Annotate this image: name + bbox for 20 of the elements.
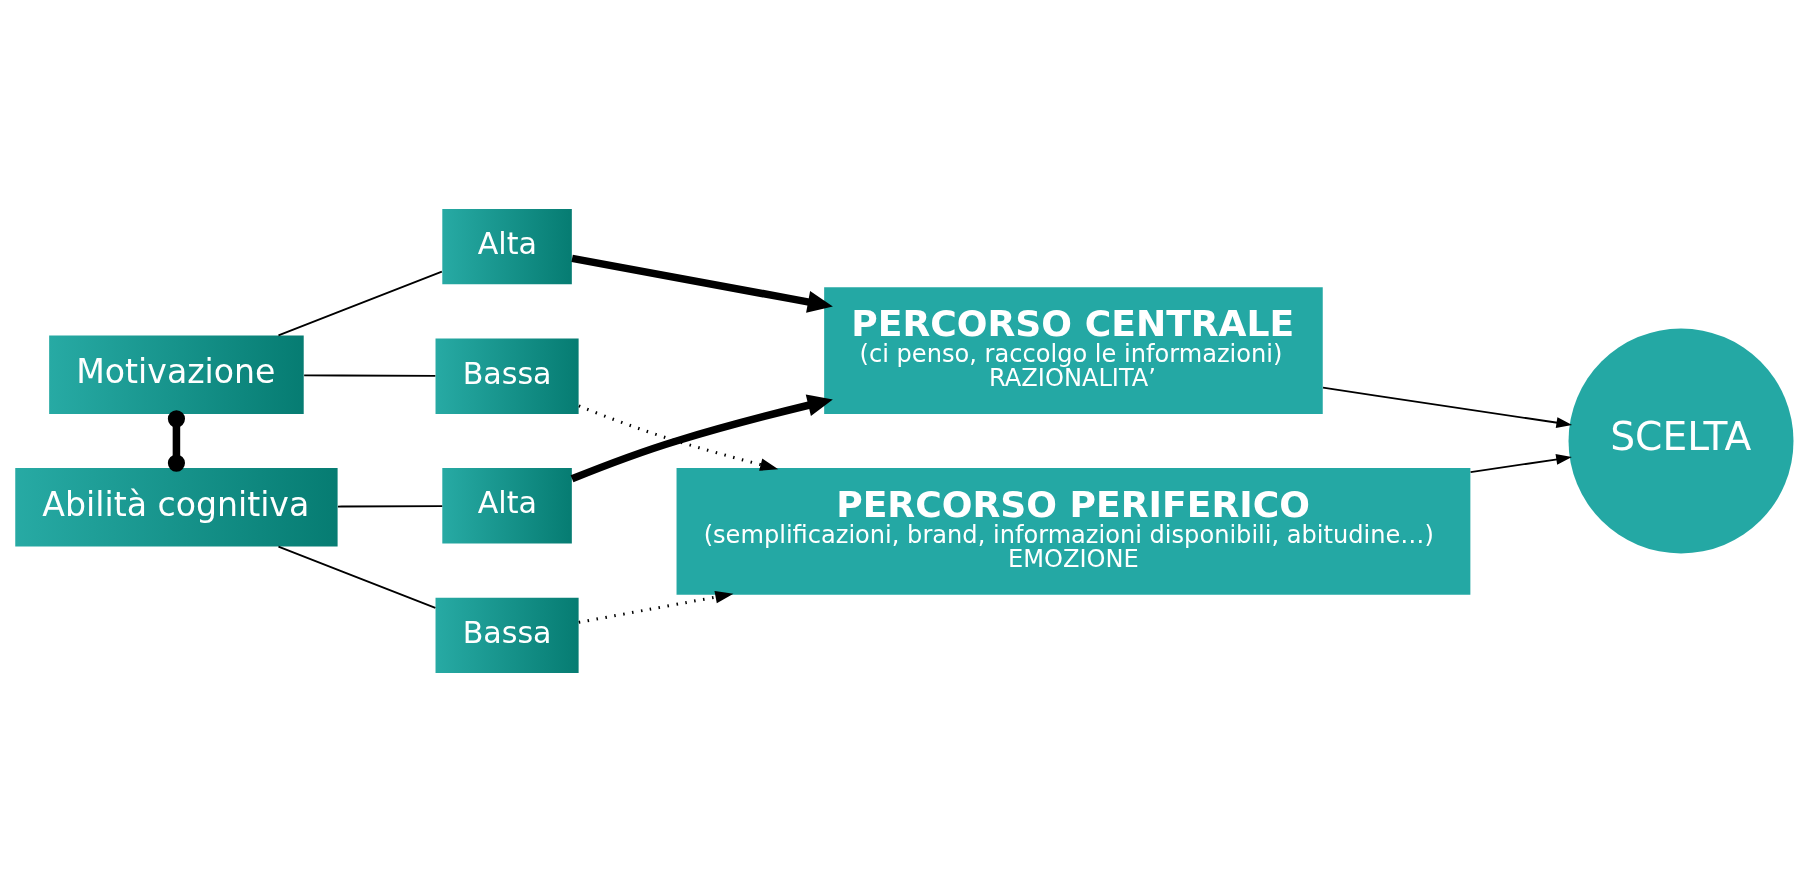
node-box: Abilità cognitiva xyxy=(15,468,338,547)
node-box: Bassa xyxy=(435,338,579,414)
connector xyxy=(303,374,437,377)
arrow xyxy=(571,254,833,313)
node-box: PERCORSO PERIFERICO (semplificazioni, brand, informazioni disponibili, abitudine…) EMOZIONE xyxy=(676,468,1471,595)
arrow xyxy=(1469,453,1572,474)
arrow xyxy=(578,404,779,471)
node-box: Bassa xyxy=(435,597,579,673)
node-circle: SCELTA xyxy=(1568,328,1794,554)
arrow xyxy=(578,590,734,624)
node-box: PERCORSO CENTRALE (ci penso, raccolgo le informazioni) RAZIONALITA’ xyxy=(824,287,1323,414)
connector xyxy=(277,545,437,609)
node-box: Motivazione xyxy=(49,335,304,414)
connector xyxy=(167,410,185,472)
connector xyxy=(337,505,444,508)
connector xyxy=(277,270,443,337)
arrow xyxy=(1322,386,1573,429)
node-box: Alta xyxy=(442,468,572,544)
arrow xyxy=(570,394,833,483)
node-box: Alta xyxy=(442,209,572,285)
